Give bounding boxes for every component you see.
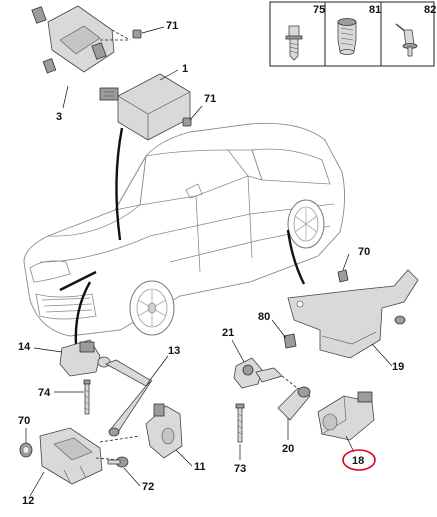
highlight-ring-18 (342, 449, 376, 471)
nut-insert-81-icon (337, 18, 357, 55)
pointer-cable-front (59, 270, 97, 292)
callout-19: 19 (392, 361, 404, 373)
bracket-12 (39, 427, 103, 485)
front-wheel (129, 280, 175, 336)
nut-70-left (19, 442, 33, 458)
nut-80 (283, 333, 297, 349)
assembly-hint-1 (111, 29, 131, 41)
inset-label-75: 75 (313, 4, 325, 16)
nut-70-right (337, 269, 349, 283)
sensor-11 (145, 403, 183, 459)
screw-72 (107, 456, 129, 468)
callout-72: 72 (142, 481, 154, 493)
callout-80: 80 (258, 311, 270, 323)
callout-71-top: 71 (166, 20, 178, 32)
fastener-inset: 75 81 82 (269, 1, 436, 67)
vehicle-outline (23, 122, 345, 337)
inset-label-81: 81 (369, 4, 381, 16)
bracket-19 (287, 269, 419, 359)
callout-20: 20 (282, 443, 294, 455)
ecu-1 (99, 73, 191, 141)
screw-74 (83, 379, 91, 415)
pointer-cable-front-sensor (74, 281, 92, 347)
callout-11: 11 (194, 461, 206, 473)
screw-75-icon (285, 25, 303, 61)
rivet-82-icon (395, 23, 418, 57)
callout-70-right: 70 (358, 246, 370, 258)
link-rod-13 (105, 359, 153, 437)
leader-lines (25, 26, 393, 497)
screw-73 (235, 403, 245, 443)
callout-74: 74 (38, 387, 51, 399)
pointer-cable-rear (286, 229, 306, 285)
pointer-cable-ecu (115, 127, 124, 241)
sensor-18 (317, 391, 375, 441)
callout-71-right: 71 (204, 93, 216, 105)
nut-71-top (132, 29, 142, 39)
callout-13: 13 (168, 345, 180, 357)
rear-wheel (287, 199, 325, 249)
assembly-hint-3 (99, 435, 141, 443)
nut-71-right (182, 117, 192, 127)
callout-14: 14 (18, 341, 31, 353)
sensor-14 (59, 339, 111, 377)
callout-21: 21 (222, 327, 234, 339)
callout-12: 12 (22, 495, 34, 507)
callout-73: 73 (234, 463, 246, 475)
callout-18: 18 (352, 455, 364, 467)
bracket-3 (31, 5, 115, 74)
callout-1: 1 (182, 63, 188, 75)
callout-3: 3 (56, 111, 62, 123)
callout-70-left: 70 (18, 415, 30, 427)
inset-label-82: 82 (424, 4, 436, 16)
link-21 (233, 357, 283, 389)
rod-20 (277, 386, 311, 421)
